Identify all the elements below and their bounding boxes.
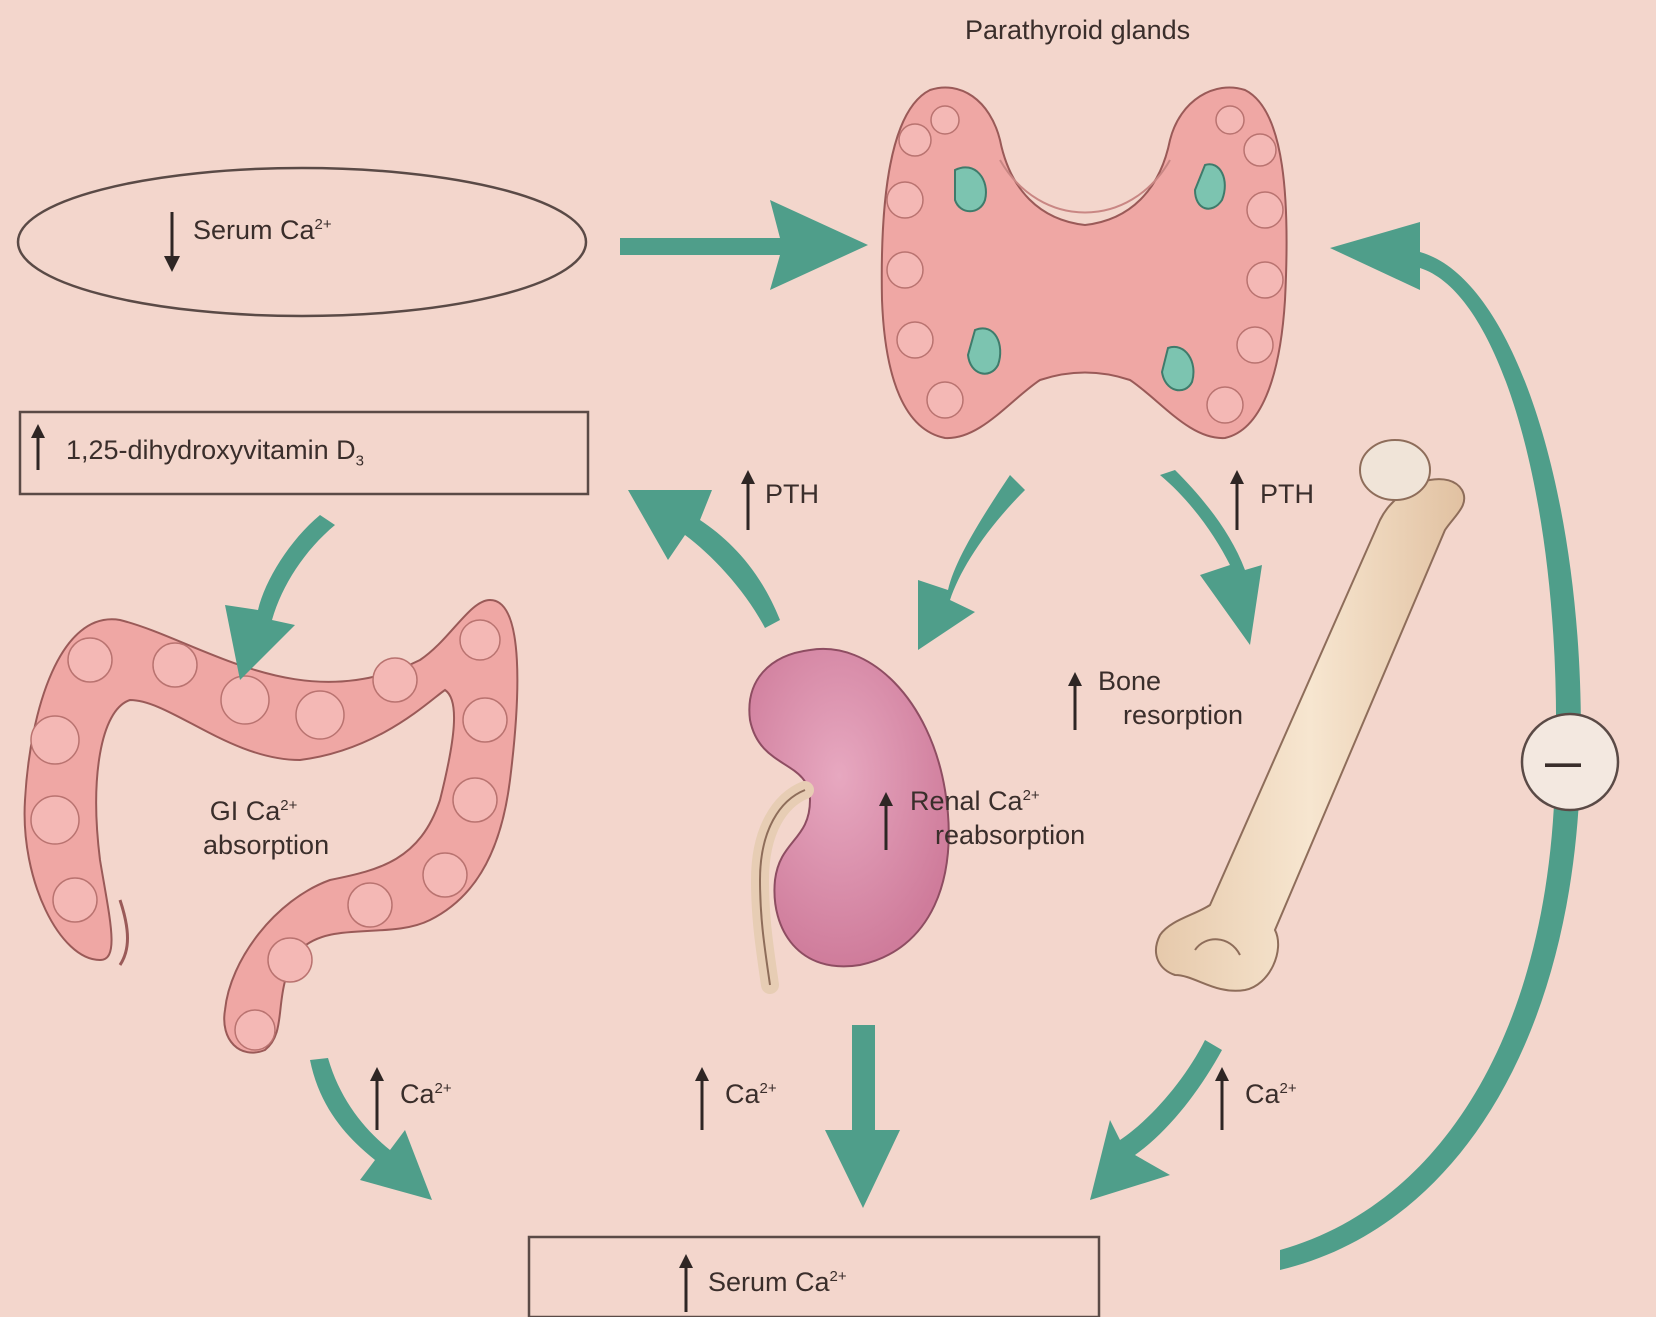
serum-calcium-low-label: Serum Ca2+: [193, 214, 332, 248]
pth-right-text: PTH: [1260, 479, 1314, 509]
serum-calcium-high-label: Serum Ca2+: [708, 1266, 847, 1300]
pth-right-label: PTH: [1260, 478, 1314, 512]
pth-left-label: PTH: [765, 478, 819, 512]
gi-absorption-label: GI Ca2+ absorption: [178, 795, 329, 863]
bone-line2: resorption: [1098, 699, 1243, 733]
parathyroid-text: Parathyroid glands: [965, 15, 1190, 45]
serum-low-text: Serum Ca: [193, 215, 315, 245]
feedback-minus-text: —: [1545, 742, 1581, 783]
bone-resorption-label: Bone resorption: [1098, 665, 1243, 733]
feedback-minus-sign: —: [1545, 740, 1581, 785]
serum-low-superscript: 2+: [315, 216, 332, 233]
gi-superscript: 2+: [280, 797, 297, 814]
ca-bone-superscript: 2+: [1280, 1080, 1297, 1097]
serum-high-superscript: 2+: [830, 1268, 847, 1285]
pth-left-text: PTH: [765, 479, 819, 509]
ca-gi-superscript: 2+: [435, 1080, 452, 1097]
ca-gi-text: Ca: [400, 1079, 435, 1109]
ca-kidney-label: Ca2+: [725, 1078, 777, 1112]
serum-high-text: Serum Ca: [708, 1267, 830, 1297]
ca-kidney-superscript: 2+: [760, 1080, 777, 1097]
gi-line1-text: GI Ca: [210, 796, 281, 826]
renal-line2: reabsorption: [910, 819, 1085, 853]
vitamin-d-subscript: 3: [356, 452, 364, 469]
ca-kidney-text: Ca: [725, 1079, 760, 1109]
renal-line1-text: Renal Ca: [910, 786, 1023, 816]
vitamin-d-label: 1,25-dihydroxyvitamin D3: [66, 434, 364, 471]
renal-superscript: 2+: [1023, 787, 1040, 804]
parathyroid-glands-label: Parathyroid glands: [965, 14, 1190, 48]
ca-gi-label: Ca2+: [400, 1078, 452, 1112]
vitamin-d-text: 1,25-dihydroxyvitamin D: [66, 435, 356, 465]
renal-reabsorption-label: Renal Ca2+ reabsorption: [910, 785, 1085, 853]
parathyroid-illustration: [882, 87, 1287, 438]
gi-line2: absorption: [178, 829, 329, 863]
ca-bone-text: Ca: [1245, 1079, 1280, 1109]
indicator-arrows: [31, 212, 1244, 1312]
bone-line1: Bone: [1098, 665, 1243, 699]
ca-bone-label: Ca2+: [1245, 1078, 1297, 1112]
